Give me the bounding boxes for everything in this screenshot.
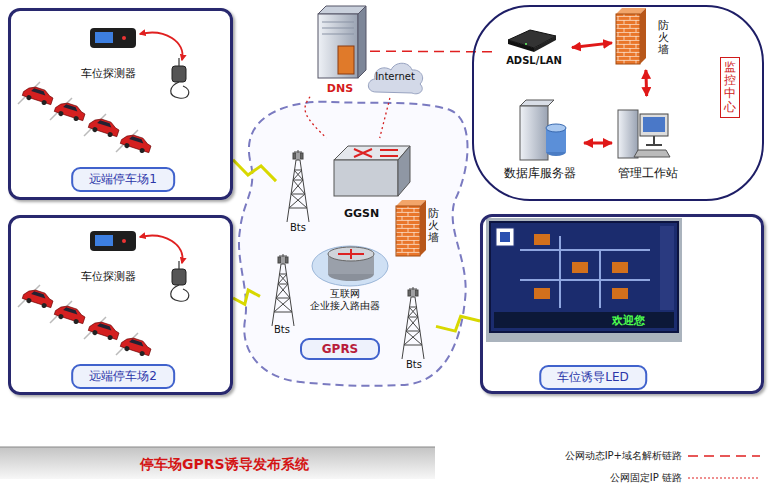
legend-line — [688, 477, 760, 478]
ggsn-icon — [334, 146, 410, 196]
cloud-shape — [368, 63, 422, 94]
text-slot: 欢迎您 — [612, 314, 645, 327]
data-link — [644, 70, 648, 96]
text-slot: Bts — [290, 222, 306, 235]
node-label: Internet — [375, 71, 415, 84]
router: 互联网 企业接入路由器 — [298, 240, 392, 320]
ggsn-switch: GGSN — [326, 138, 412, 222]
node-label: Bts — [406, 359, 422, 372]
text-slot: GPRS — [322, 340, 359, 358]
node-label: GGSN — [344, 207, 379, 221]
node-label: 互联网 企业接入路由器 — [301, 288, 389, 312]
text-slot: Internet — [375, 71, 415, 84]
workstation-icon — [618, 110, 670, 158]
dns-link — [370, 50, 496, 52]
text-slot: 防火墙 — [428, 208, 439, 244]
text-slot: 车位探测器 — [81, 270, 136, 284]
text-slot: Bts — [274, 324, 290, 337]
network-label: GPRS — [300, 338, 380, 360]
fixed-ip-link — [305, 97, 326, 138]
gprs-cloud-outline — [239, 102, 468, 386]
title-bar — [0, 447, 435, 479]
bts-tower — [272, 254, 294, 326]
text-slot: 车位探测器 — [81, 67, 136, 81]
parking-panel: 车位探测器远端停车场2 — [8, 215, 233, 395]
text-slot: 互联网 企业接入路由器 — [301, 288, 389, 312]
dns-server: DNS — [310, 5, 370, 97]
text-slot: 公网动态IP+域名解析链路 — [565, 450, 682, 462]
dns-server-icon — [318, 6, 366, 78]
base-station: Bts — [260, 250, 304, 340]
database-server: 数据库服务器 — [496, 96, 584, 190]
text-slot: 远端停车场1 — [71, 167, 175, 192]
legend-text: 公网固定IP 链路 — [610, 472, 682, 484]
router-icon — [312, 246, 388, 286]
node-label: Bts — [274, 324, 290, 337]
text-slot: 公网固定IP 链路 — [610, 472, 682, 484]
node-label: ADSL/LAN — [506, 55, 562, 68]
adsl-modem-icon — [508, 30, 556, 52]
node-label: Bts — [290, 222, 306, 235]
node-label: 车位诱导LED — [539, 365, 647, 390]
wireless-link — [436, 316, 480, 331]
text-slot: 数据库服务器 — [504, 166, 576, 181]
node-label: 管理工作站 — [618, 166, 678, 181]
wireless-link — [233, 290, 260, 304]
modem: ADSL/LAN — [496, 28, 572, 76]
text-slot: 管理工作站 — [618, 166, 678, 181]
data-link — [572, 43, 612, 48]
database-server-icon — [520, 100, 566, 160]
text-slot: 监控中心 — [720, 57, 740, 118]
legend-line — [688, 455, 760, 457]
monitor-center: ADSL/LAN 防火墙数据库服务器 管理工作站 监控中心 — [472, 5, 764, 201]
text-slot: 车位诱导LED — [539, 365, 647, 390]
wireless-link — [233, 160, 276, 181]
base-station: Bts — [276, 146, 320, 238]
data-link — [584, 142, 612, 145]
parking-panel: 车位探测器远端停车场1 — [8, 8, 233, 200]
base-station: Bts — [392, 283, 436, 375]
screen-text: 欢迎您 — [612, 314, 645, 327]
bts-tower — [287, 150, 309, 222]
node-label: 防火墙 — [428, 208, 439, 244]
led-screen-photo — [486, 218, 682, 342]
fixed-ip-link — [380, 98, 390, 138]
bts-tower — [402, 287, 424, 359]
parking-lot-art — [18, 28, 189, 155]
legend-text: 公网动态IP+域名解析链路 — [565, 450, 682, 462]
text-slot: 防火墙 — [658, 20, 669, 56]
parking-lot-art — [18, 231, 189, 358]
node-label: 数据库服务器 — [504, 166, 576, 181]
node-label: 监控中心 — [720, 57, 740, 118]
text-slot: GGSN — [344, 207, 379, 221]
text-slot: 远端停车场2 — [71, 364, 175, 389]
node-label: DNS — [327, 82, 353, 96]
firewall: 防火墙 — [612, 8, 678, 70]
diagram-title: 停车场GPRS诱导发布系统 — [140, 456, 309, 474]
node-label: 车位探测器 — [81, 270, 136, 284]
text-slot: Bts — [406, 359, 422, 372]
firewall: 防火墙 — [392, 200, 444, 262]
node-label: 远端停车场2 — [71, 364, 175, 389]
node-label: GPRS — [322, 340, 359, 358]
node-label: 防火墙 — [658, 20, 669, 56]
text-slot: ADSL/LAN — [506, 55, 562, 68]
internet-cloud: Internet — [364, 58, 426, 98]
led-panel: 车位诱导LED — [480, 214, 764, 394]
node-label: 车位探测器 — [81, 67, 136, 81]
workstation: 管理工作站 — [612, 96, 684, 190]
text-slot: DNS — [327, 82, 353, 96]
node-label: 远端停车场1 — [71, 167, 175, 192]
text-slot: 停车场GPRS诱导发布系统 — [140, 456, 309, 474]
